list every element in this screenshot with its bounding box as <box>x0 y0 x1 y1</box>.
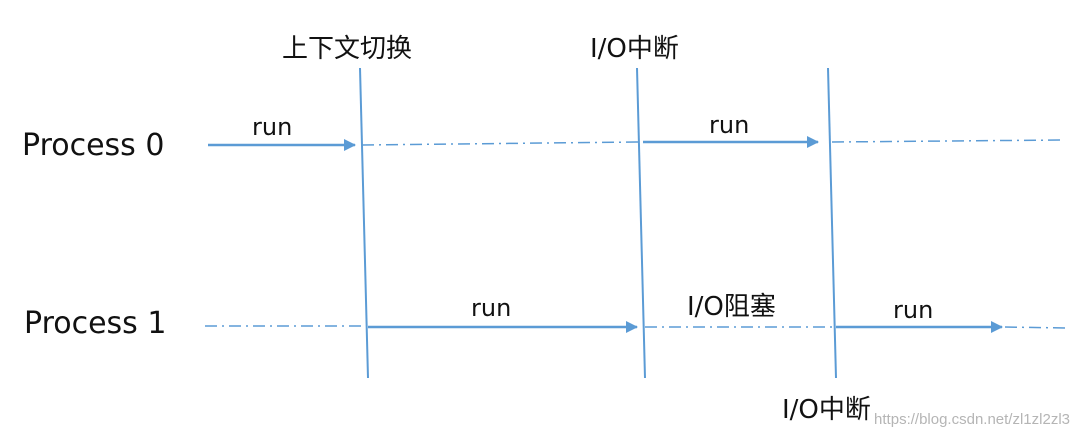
run-label-p1-2: run <box>893 296 933 324</box>
watermark-text: https://blog.csdn.net/zl1zl2zl3 <box>874 411 1070 428</box>
context-switch-label: 上下文切换 <box>282 34 412 64</box>
process-0-idle-segment-1 <box>361 141 641 146</box>
process-1-idle-segment-2 <box>1004 326 1066 329</box>
process-0-label: Process 0 <box>22 128 164 163</box>
context-switch-line <box>359 67 369 379</box>
run-label-p1-1: run <box>471 294 511 322</box>
io-interrupt-top-label: I/O中断 <box>590 34 679 64</box>
process-0-idle-segment-2 <box>831 139 1066 143</box>
process-1-label: Process 1 <box>24 306 166 341</box>
io-block-label: I/O阻塞 <box>687 292 776 322</box>
run-label-p0-2: run <box>709 111 749 139</box>
io-interrupt-line-1 <box>636 67 646 379</box>
io-interrupt-line-2 <box>827 67 837 379</box>
io-interrupt-bottom-label: I/O中断 <box>782 395 871 425</box>
run-label-p0-1: run <box>252 113 292 141</box>
